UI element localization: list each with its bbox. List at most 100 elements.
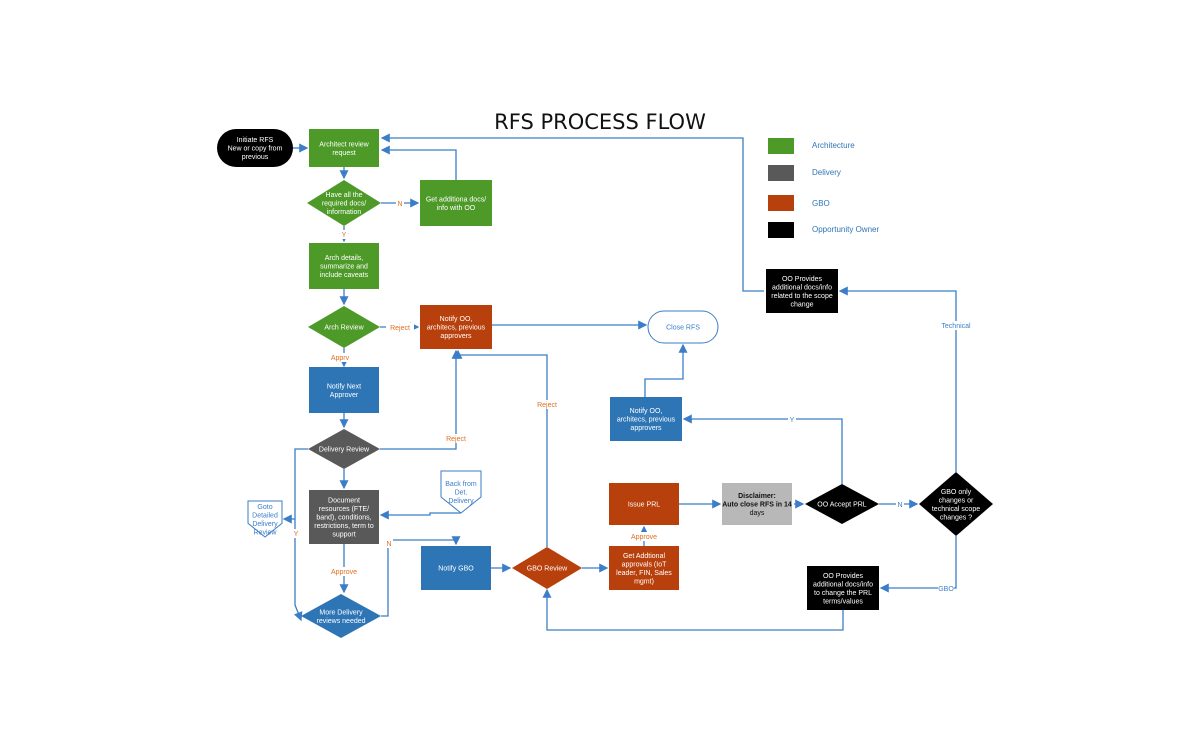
node-text: approvals (IoT [622, 561, 667, 568]
edge-label-bg [340, 230, 348, 239]
edge-label-reject-delivery: Reject [446, 436, 466, 443]
node-notify-gbo: Notify GBO [421, 546, 491, 590]
node-text: Notify OO, [440, 316, 473, 323]
node-delivery-review: Delivery Review [308, 429, 380, 469]
edge-label-bg [938, 584, 954, 593]
edge-label-bg [292, 529, 300, 538]
edge-label-technical: Technical [941, 323, 971, 330]
node-text: approvers [440, 333, 472, 340]
edge-label-bg [442, 434, 470, 443]
node-text: Approver [330, 392, 359, 399]
connector-arrow [644, 343, 688, 397]
node-text: Document [328, 498, 360, 505]
page-title: RFS PROCESS FLOW [494, 110, 706, 134]
legend-label-owner: Opportunity Owner [812, 225, 880, 234]
node-text: OO Accept PRL [817, 502, 867, 509]
node-text: Architect review [319, 141, 369, 148]
node-text: days [750, 510, 765, 517]
node-text: info with OO [437, 205, 476, 212]
legend-label-architecture: Architecture [812, 141, 855, 150]
node-text: Get Addtional [623, 553, 665, 560]
legend-swatch-delivery [768, 165, 794, 181]
edge-label-bg [385, 539, 393, 548]
node-text: Close RFS [666, 325, 700, 332]
node-text: request [332, 150, 355, 157]
connector-arrow [453, 349, 548, 547]
node-text: mgmt) [634, 578, 654, 585]
node-text: band), conditions, [316, 515, 371, 522]
edge-label-y-more: Y [294, 531, 299, 538]
edge-label-bg [628, 532, 660, 541]
legend-label-gbo: GBO [812, 199, 830, 208]
node-text: Detailed [252, 512, 278, 519]
node-text: Initiate RFS [237, 137, 274, 144]
node-text: reviews needed [316, 618, 365, 625]
node-text: related to the scope [771, 293, 833, 300]
node-text: change [791, 301, 814, 308]
node-text: architecs, previous [617, 417, 676, 424]
node-text: Det. [455, 490, 468, 497]
edge-label-bg [328, 353, 352, 362]
node-get-additional-docs: Get additiona docs/info with OO [420, 180, 492, 226]
node-text: GBO Review [527, 566, 568, 573]
node-text: New or copy from [228, 146, 283, 153]
edge-label-gbo: GBO [938, 586, 954, 593]
node-text: include caveats [320, 272, 369, 279]
edge-label-y-accept: Y [790, 417, 795, 424]
edge-label-bg [788, 415, 796, 424]
node-text: Goto [257, 504, 272, 511]
node-text: support [332, 532, 355, 539]
legend-swatch-owner [768, 222, 794, 238]
edge-label-reject-gbo: Reject [537, 402, 557, 409]
node-text: Notify GBO [438, 566, 474, 573]
connector-arrow [838, 286, 957, 472]
node-text: Review [254, 529, 278, 536]
edge-label-n-accept: N [897, 502, 902, 509]
edge-label-bg [896, 500, 904, 509]
legend-swatch-architecture [768, 138, 794, 154]
node-text: OO Provides [823, 573, 864, 580]
legend-swatch-gbo [768, 195, 794, 211]
edge-label-bg [328, 567, 360, 576]
edge-label-approve-prl: Approve [631, 534, 657, 541]
node-text: Disclaimer: [738, 493, 776, 500]
edge-label-n-more: N [386, 541, 391, 548]
node-text: OO Provides [782, 276, 823, 283]
node-text: Arch Review [324, 325, 364, 332]
node-text: resources (FTE/ [319, 506, 369, 513]
connector-arrow [379, 510, 461, 520]
node-text: to change the PRL [814, 590, 872, 597]
node-text: Auto close RFS in 14 [722, 502, 792, 509]
node-text: Notify Next [327, 383, 361, 390]
node-text: More Delivery [319, 609, 363, 616]
node-text: Delivery Review [319, 447, 370, 454]
node-text: Delivery [448, 498, 474, 505]
edge-label-reject-arch: Reject [390, 325, 410, 332]
node-text: approvers [630, 425, 662, 432]
node-text: summarize and [320, 264, 368, 271]
connector-arrow [542, 588, 844, 631]
node-gbo-review: GBO Review [512, 547, 582, 589]
connector-arrow [293, 448, 308, 622]
connector-arrow [380, 349, 461, 450]
node-text: Have all the [326, 192, 363, 199]
node-text: information [327, 209, 362, 216]
legend-label-delivery: Delivery [812, 168, 841, 177]
edge-label-approve-arch: Apprv [331, 355, 350, 362]
edge-label-bg [936, 321, 976, 330]
edge-label-bg [533, 400, 561, 409]
node-text: terms/values [823, 598, 863, 605]
